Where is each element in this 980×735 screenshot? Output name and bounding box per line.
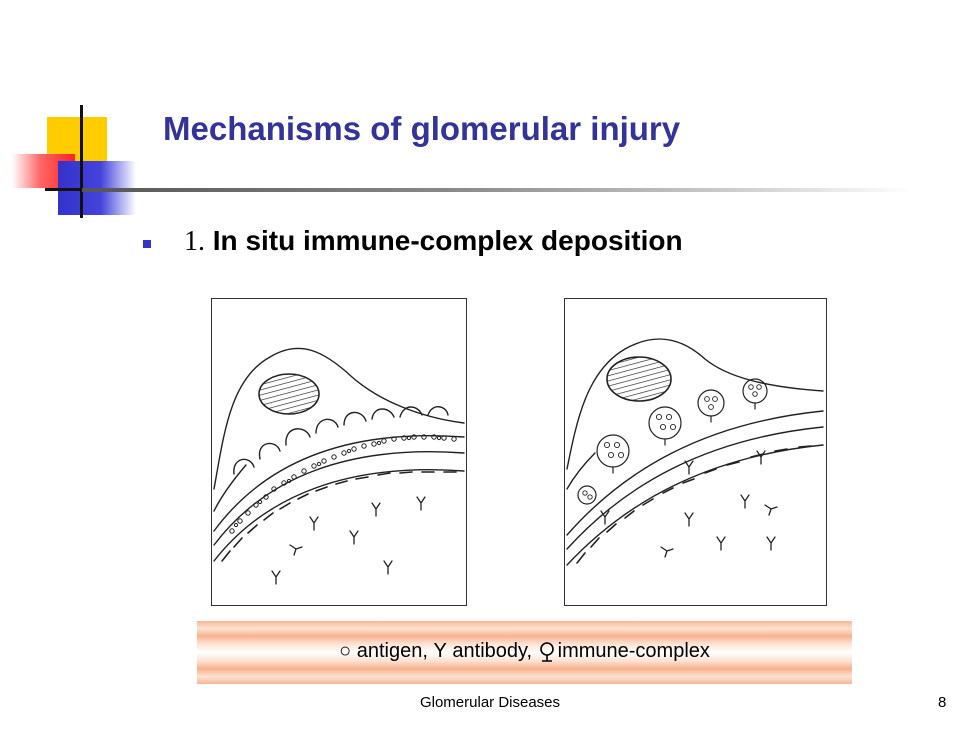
bullet-number: 1. [184,226,205,257]
illustration-left [211,298,467,606]
antibodies [600,450,778,558]
page-number: 8 [938,694,947,711]
slide-title: Mechanisms of glomerular injury [163,110,681,147]
illustration-right [564,298,827,606]
cell-outline [213,347,465,512]
title-underline [82,188,912,192]
basement-membrane [566,410,824,566]
antigen-dots [229,434,457,534]
immune-complex-label: immune-complex [557,640,710,663]
endothelial-dashes [221,471,457,562]
deco-horizontal-line [45,188,90,191]
deco-vertical-line [80,105,83,218]
cell-outline [566,338,824,490]
foot-processes [233,406,449,475]
bullet-marker [143,240,151,248]
bullet-label: In situ immune-complex deposition [212,225,683,256]
nucleus [258,373,320,415]
antigen-label: antigen, [356,640,428,663]
antibody-label: antibody, [452,640,533,663]
immune-complex-deposits [577,378,768,505]
basement-membrane [213,435,465,562]
legend: ○ antigen, Y antibody, immune-complex [197,640,852,663]
antibody-symbol: Y [433,640,447,663]
immune-complex-icon [539,641,554,662]
endothelial-dashes [576,445,812,564]
antigen-symbol: ○ [339,640,352,663]
bullet-item: 1. In situ immune-complex deposition [184,225,683,258]
legend-band: ○ antigen, Y antibody, immune-complex [197,621,852,684]
nucleus [606,356,672,402]
footer-text: Glomerular Diseases [419,694,561,711]
antibodies [271,496,426,585]
